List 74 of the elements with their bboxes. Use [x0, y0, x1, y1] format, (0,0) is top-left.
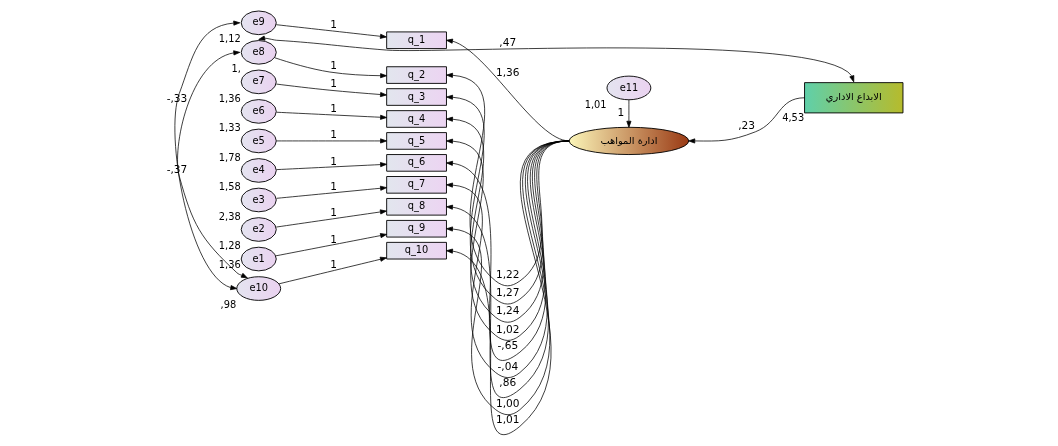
edge-label: 1	[330, 18, 338, 31]
node-box: q_3	[386, 88, 447, 106]
node-ellipse: e11	[606, 75, 652, 101]
edge-label: -,04	[497, 359, 519, 372]
arrow	[274, 57, 387, 79]
edge-label: ,23	[738, 118, 756, 131]
edge-label: 1,02	[496, 322, 520, 335]
arrow	[278, 256, 387, 285]
arrow	[177, 50, 248, 279]
arrow	[688, 97, 805, 144]
node-label: 1,36	[218, 92, 241, 104]
edge-label: 1	[330, 180, 338, 193]
edge-label: 1	[330, 154, 338, 167]
arrow	[275, 209, 387, 228]
edge-label: 1,27	[496, 286, 520, 299]
edge-label: ,47	[499, 36, 517, 49]
arrow	[258, 35, 855, 83]
arrow	[276, 162, 387, 170]
arrow	[275, 233, 387, 257]
node-box: q_6	[386, 154, 447, 172]
edge-label: 1,00	[496, 396, 520, 409]
edge-label: ,86	[499, 376, 517, 389]
node-ellipse: e10	[236, 276, 282, 301]
node-box: الابداع الاداري	[804, 82, 904, 114]
node-ellipse: ادارة المواهب	[568, 126, 690, 155]
edge-label: 1,24	[496, 304, 520, 317]
node-label: 1,28	[218, 240, 241, 252]
node-label: 2,38	[218, 210, 241, 222]
arrow	[626, 99, 632, 128]
edge-label: 1	[617, 106, 625, 119]
node-box: q_10	[386, 241, 447, 260]
node-label: 1,58	[218, 181, 241, 193]
node-label: ,98	[220, 299, 237, 311]
edge-label: 1	[330, 77, 338, 90]
node-box: q_4	[386, 110, 447, 128]
node-box: q_1	[386, 31, 447, 50]
node-ellipse: e8	[240, 40, 277, 65]
node-ellipse: e3	[240, 187, 277, 213]
node-ellipse: e1	[240, 246, 277, 272]
node-box: q_7	[386, 176, 447, 194]
node-box: q_5	[386, 132, 447, 150]
arrow	[275, 24, 387, 39]
edge-label: 1	[330, 102, 338, 115]
node-label: 1,36	[218, 259, 241, 271]
arrow	[174, 20, 241, 291]
node-ellipse: e5	[240, 128, 277, 154]
edge-label: 1,01	[496, 413, 520, 426]
node-label: 4,53	[782, 111, 805, 123]
edge-label: 1,22	[496, 268, 520, 281]
arrow	[275, 83, 387, 97]
edge-label: 1,36	[496, 65, 520, 78]
node-box: q_9	[386, 219, 447, 238]
node-label: 1,33	[218, 122, 241, 134]
node-label: 1,78	[218, 151, 241, 163]
node-label: 1,01	[584, 98, 607, 110]
node-box: q_2	[386, 66, 447, 84]
node-box: q_8	[386, 198, 447, 216]
edge-label: 1	[330, 206, 338, 219]
arrow	[276, 111, 387, 120]
node-ellipse: e4	[240, 158, 277, 183]
node-ellipse: e2	[240, 217, 277, 242]
node-ellipse: e6	[240, 99, 277, 124]
node-ellipse: e7	[240, 69, 277, 95]
edge-label: 1	[330, 232, 338, 245]
edge-label: 1	[330, 257, 338, 270]
edge-label: -,65	[497, 339, 519, 352]
arrow	[276, 138, 387, 144]
arrow	[276, 185, 387, 199]
node-label: 1,12	[218, 33, 241, 45]
node-ellipse: e9	[240, 10, 277, 36]
edge-label: 1	[330, 59, 338, 72]
edge-label: 1	[330, 128, 338, 141]
edge-label: -,33	[166, 92, 188, 105]
node-label: 1,	[231, 63, 241, 74]
